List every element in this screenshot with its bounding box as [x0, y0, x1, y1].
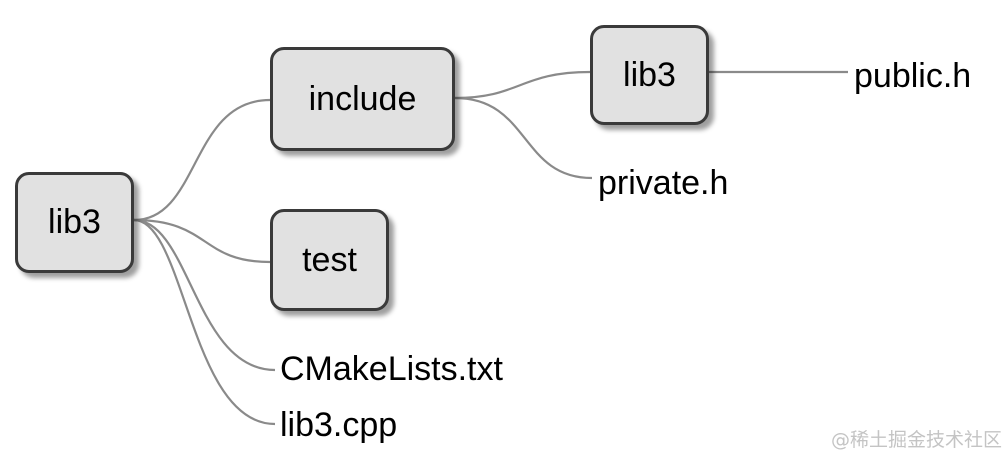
edge-root-lib3cpp	[133, 218, 276, 426]
edge-root-include	[133, 98, 271, 222]
folder-test[interactable]: test	[270, 209, 389, 311]
folder-include[interactable]: include	[270, 47, 455, 151]
file-lib3-cpp[interactable]: lib3.cpp	[280, 406, 398, 444]
root-folder-label: lib3	[48, 203, 101, 241]
file-private-h[interactable]: private.h	[598, 164, 729, 202]
edge-include-private	[454, 96, 593, 180]
root-folder-lib3[interactable]: lib3	[15, 172, 134, 273]
file-public-h[interactable]: public.h	[854, 57, 972, 95]
edge-root-cmakelists	[133, 218, 276, 372]
folder-include-label: include	[308, 79, 417, 118]
folder-include-lib3-label: lib3	[623, 55, 676, 94]
watermark: @稀土掘金技术社区	[830, 429, 1002, 451]
file-cmakelists[interactable]: CMakeLists.txt	[280, 350, 503, 388]
edge-root-test	[133, 218, 271, 264]
folder-include-lib3[interactable]: lib3	[590, 25, 709, 125]
edge-include-lib3	[454, 70, 591, 100]
folder-test-label: test	[302, 240, 357, 279]
